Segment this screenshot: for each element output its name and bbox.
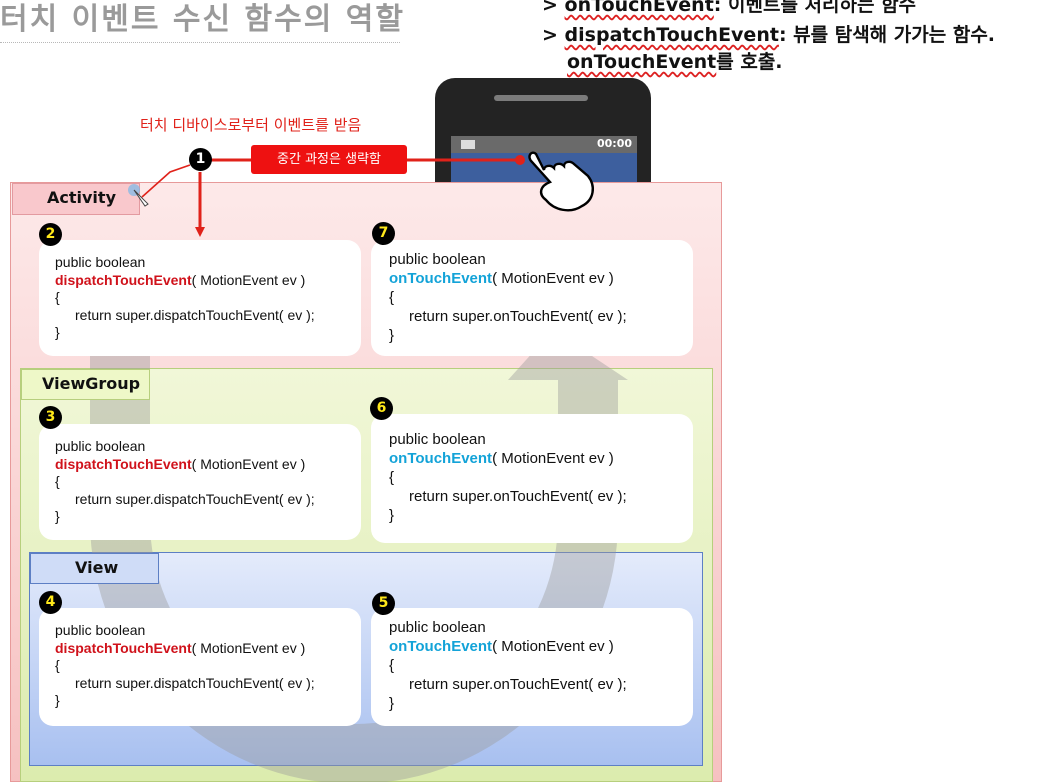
code-decl: public boolean xyxy=(55,622,146,638)
step-badge-1: 1 xyxy=(189,148,212,171)
method-name: onTouchEvent xyxy=(389,270,493,287)
slide-title: 터치 이벤트 수신 함수의 역할 xyxy=(0,2,405,37)
params: ( MotionEvent ev ) xyxy=(191,639,306,656)
open-brace: { xyxy=(389,469,395,486)
note-call: onTouchEvent를 호출. xyxy=(567,49,783,75)
method-name: dispatchTouchEvent xyxy=(55,639,192,656)
method-name: onTouchEvent xyxy=(389,638,493,655)
note-text: 를 호출. xyxy=(716,51,783,73)
method-name: dispatchTouchEvent xyxy=(55,455,192,472)
touch-point xyxy=(515,155,525,165)
code-decl: public boolean xyxy=(389,431,486,448)
open-brace: { xyxy=(389,289,395,306)
open-brace: { xyxy=(55,289,60,305)
phone-speaker xyxy=(494,95,588,101)
code-decl: public boolean xyxy=(55,254,146,270)
phone-clock: 00:00 xyxy=(597,137,633,150)
title-underline xyxy=(0,42,400,43)
params: ( MotionEvent ev ) xyxy=(492,450,614,467)
return-line: return super.dispatchTouchEvent( ev ); xyxy=(75,490,315,507)
note-prefix: > xyxy=(542,0,565,16)
activity-ontouch-box: public boolean onTouchEvent( MotionEvent… xyxy=(371,240,693,356)
code-decl: public boolean xyxy=(389,251,486,268)
step-badge-5: 5 xyxy=(372,592,395,615)
note-dispatchtouchevent: > dispatchTouchEvent: 뷰를 탐색해 가가는 함수. xyxy=(542,22,995,48)
open-brace: { xyxy=(55,657,60,673)
return-line: return super.dispatchTouchEvent( ev ); xyxy=(75,674,315,691)
viewgroup-label: ViewGroup xyxy=(21,369,150,400)
open-brace: { xyxy=(389,657,395,674)
note-ontouchevent: > onTouchEvent: 이벤트를 처리하는 함수 xyxy=(542,0,916,18)
phone-status-bar xyxy=(451,136,637,153)
note-prefix: > xyxy=(542,24,565,46)
omitted-steps-label: 중간 과정은 생략함 xyxy=(251,145,407,174)
note-keyword: onTouchEvent xyxy=(567,51,717,73)
return-line: return super.onTouchEvent( ev ); xyxy=(409,488,627,505)
hand-cursor-icon xyxy=(528,151,594,212)
return-line: return super.onTouchEvent( ev ); xyxy=(409,308,627,325)
note-text: : 뷰를 탐색해 가가는 함수. xyxy=(778,24,996,46)
pointer-cursor-icon xyxy=(128,184,149,207)
view-label: View xyxy=(30,553,159,584)
leader-line xyxy=(141,164,191,198)
close-brace: } xyxy=(389,695,395,712)
close-brace: } xyxy=(55,324,60,340)
return-line: return super.onTouchEvent( ev ); xyxy=(409,676,627,693)
code-decl: public boolean xyxy=(55,438,146,454)
code-decl: public boolean xyxy=(389,619,486,636)
step-badge-7: 7 xyxy=(372,222,395,245)
note-keyword: dispatchTouchEvent xyxy=(564,24,779,46)
method-name: dispatchTouchEvent xyxy=(55,271,192,288)
close-brace: } xyxy=(389,507,395,524)
params: ( MotionEvent ev ) xyxy=(191,271,306,288)
step-badge-2: 2 xyxy=(39,223,62,246)
step-badge-4: 4 xyxy=(39,591,62,614)
close-brace: } xyxy=(55,508,60,524)
event-source-caption: 터치 디바이스로부터 이벤트를 받음 xyxy=(140,116,362,134)
params: ( MotionEvent ev ) xyxy=(191,455,306,472)
view-dispatch-box: public boolean dispatchTouchEvent( Motio… xyxy=(39,608,361,726)
return-line: return super.dispatchTouchEvent( ev ); xyxy=(75,306,315,323)
activity-dispatch-box: public boolean dispatchTouchEvent( Motio… xyxy=(39,240,361,356)
mail-icon xyxy=(461,140,475,149)
open-brace: { xyxy=(55,473,60,489)
params: ( MotionEvent ev ) xyxy=(492,638,614,655)
params: ( MotionEvent ev ) xyxy=(492,270,614,287)
viewgroup-ontouch-box: public boolean onTouchEvent( MotionEvent… xyxy=(371,414,693,543)
note-text: : 이벤트를 처리하는 함수 xyxy=(713,0,917,16)
view-ontouch-box: public boolean onTouchEvent( MotionEvent… xyxy=(371,608,693,726)
step-badge-6: 6 xyxy=(370,397,393,420)
method-name: onTouchEvent xyxy=(389,450,493,467)
viewgroup-dispatch-box: public boolean dispatchTouchEvent( Motio… xyxy=(39,424,361,540)
close-brace: } xyxy=(55,692,60,708)
step-badge-3: 3 xyxy=(39,406,62,429)
note-keyword: onTouchEvent xyxy=(564,0,714,16)
activity-label: Activity xyxy=(12,183,140,215)
close-brace: } xyxy=(389,327,395,344)
